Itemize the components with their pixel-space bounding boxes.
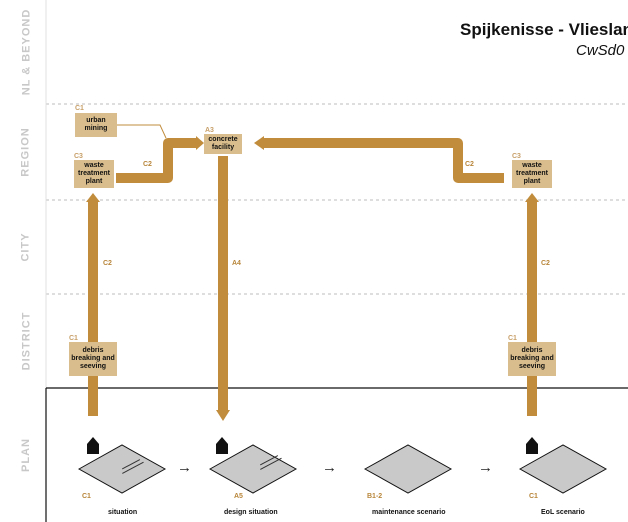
scale-label-region: REGION xyxy=(4,104,48,200)
home-icon xyxy=(526,437,538,454)
step-label-design: design situation xyxy=(224,509,278,516)
scale-label-city: CITY xyxy=(4,200,48,294)
arrowhead-a4 xyxy=(216,410,230,421)
node-code-concrete-facility: A3 xyxy=(205,127,214,134)
node-code-debris-left: C1 xyxy=(69,335,78,342)
step-code-situation: C1 xyxy=(82,493,91,500)
step-label-maintenance: maintenance scenario xyxy=(372,509,446,516)
arrowhead-c2-left-vertical xyxy=(86,193,100,202)
plan-diamond-eol xyxy=(518,444,608,494)
map-annotation xyxy=(121,459,144,474)
step-label-situation: situation xyxy=(108,509,138,516)
node-waste-plant-right: waste treatment plant xyxy=(512,160,552,188)
step-code-maintenance: B1-2 xyxy=(367,493,383,500)
map-annotation xyxy=(259,455,282,470)
scale-label-district: DISTRICT xyxy=(4,294,48,388)
arrowhead-c2-right-vertical xyxy=(525,193,539,202)
flow-c2-left-top xyxy=(116,138,198,183)
arrow-right-icon: → xyxy=(322,459,337,476)
node-urban-mining: urban mining xyxy=(75,113,117,137)
node-code-waste-plant-right: C3 xyxy=(512,153,521,160)
scale-label-plan: PLAN xyxy=(4,388,48,522)
scale-label-text: NL & BEYOND xyxy=(20,8,32,96)
node-debris-right: debris breaking and seeving xyxy=(508,342,556,376)
scale-label-text: REGION xyxy=(20,127,32,177)
step-code-design: A5 xyxy=(234,493,243,500)
node-waste-plant-left: waste treatment plant xyxy=(74,160,114,188)
plan-diamond-maintenance xyxy=(363,444,453,494)
flow-label-c2-right-top: C2 xyxy=(465,161,474,168)
diagram-subtitle: CwSd0 xyxy=(576,42,625,59)
flow-label-c2-right-vertical: C2 xyxy=(541,260,550,267)
home-icon xyxy=(216,437,228,454)
home-icon xyxy=(87,437,99,454)
flow-label-c2-left-vertical: C2 xyxy=(103,260,112,267)
step-code-eol: C1 xyxy=(529,493,538,500)
flow-label-c2-left-top: C2 xyxy=(143,161,152,168)
scale-label-text: DISTRICT xyxy=(20,311,33,371)
node-debris-left: debris breaking and seeving xyxy=(69,342,117,376)
node-code-debris-right: C1 xyxy=(508,335,517,342)
urban-mining-connector xyxy=(116,124,167,139)
node-code-urban-mining: C1 xyxy=(75,105,84,112)
arrow-right-icon: → xyxy=(478,459,493,476)
scale-label-text: CITY xyxy=(20,232,32,262)
arrow-right-icon: → xyxy=(177,459,192,476)
node-code-waste-plant-left: C3 xyxy=(74,153,83,160)
flow-label-a4: A4 xyxy=(232,260,241,267)
arrowhead-c2-right-top xyxy=(254,136,264,150)
step-label-eol: EoL scenario xyxy=(541,509,585,516)
scale-label-nl-beyond: NL & BEYOND xyxy=(4,0,48,104)
plan-diamond-situation xyxy=(77,444,167,494)
scale-label-text: PLAN xyxy=(19,438,32,472)
node-concrete-facility: concrete facility xyxy=(204,134,242,154)
diagram-title: Spijkenisse - Vlieslan xyxy=(460,20,628,39)
flow-c2-right-top xyxy=(262,138,504,183)
arrowhead-c2-left-top xyxy=(196,136,204,150)
